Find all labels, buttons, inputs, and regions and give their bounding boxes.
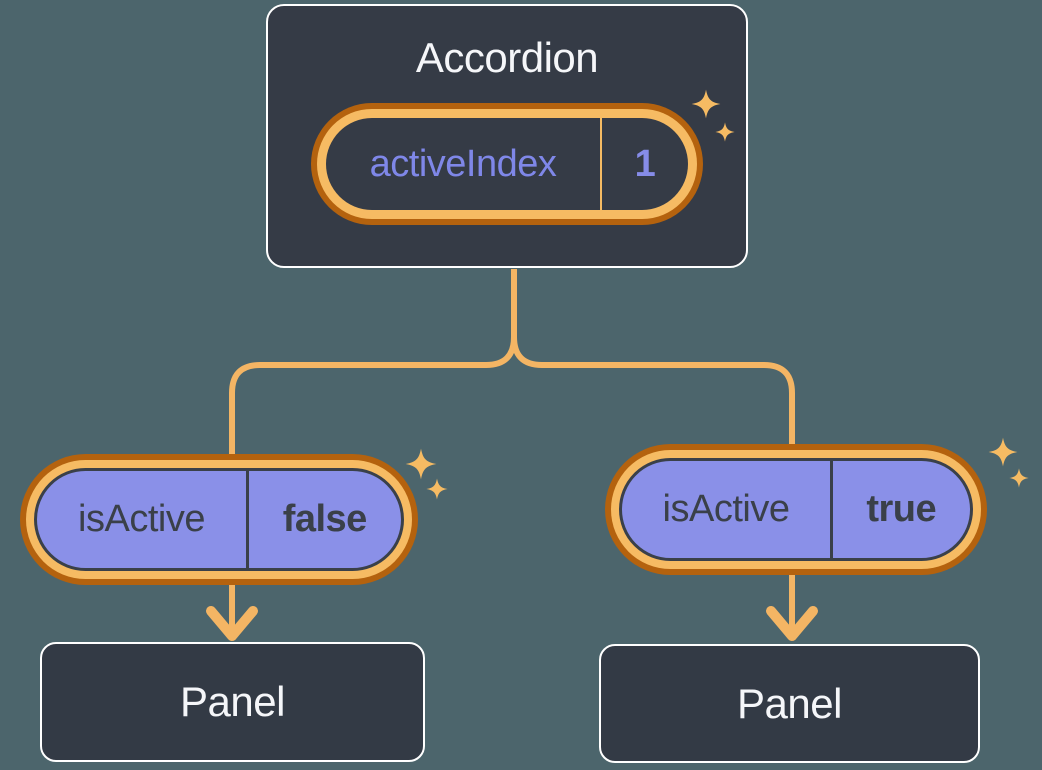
state-pill-ring: activeIndex 1 — [317, 109, 697, 219]
prop-pill-body: isActive false — [34, 468, 404, 571]
panel-node-right: Panel — [599, 644, 980, 763]
state-label: activeIndex — [369, 142, 557, 185]
panel-node-left: Panel — [40, 642, 425, 762]
state-pill: activeIndex 1 — [311, 103, 703, 225]
sparkle-icon — [426, 478, 448, 500]
sparkle-icon — [405, 448, 437, 480]
sparkle-icon — [1009, 468, 1029, 488]
sparkle-icon — [715, 122, 735, 142]
pill-divider — [600, 118, 602, 210]
prop-pill-ring: isActive true — [611, 450, 981, 569]
prop-pill-body: isActive true — [619, 458, 973, 561]
sparkle-icon — [691, 89, 721, 119]
pill-divider — [830, 461, 833, 558]
prop-pill-ring: isActive false — [26, 460, 412, 579]
panel-title: Panel — [737, 679, 842, 727]
prop-pill-right: isActive true — [605, 444, 987, 575]
state-value: 1 — [634, 142, 656, 185]
sparkle-icon — [988, 437, 1018, 467]
panel-title: Panel — [180, 678, 285, 725]
arrow-down-icon-left — [206, 606, 258, 641]
prop-value: true — [866, 488, 937, 530]
prop-pill-left: isActive false — [20, 454, 418, 585]
accordion-title: Accordion — [415, 34, 599, 81]
prop-value: false — [282, 498, 368, 540]
state-pill-body: activeIndex 1 — [326, 118, 688, 210]
prop-label: isActive — [78, 498, 205, 540]
connector-branch-right — [511, 269, 795, 630]
pill-divider — [246, 471, 249, 568]
prop-label: isActive — [662, 488, 790, 530]
arrow-down-icon-right — [766, 606, 818, 641]
